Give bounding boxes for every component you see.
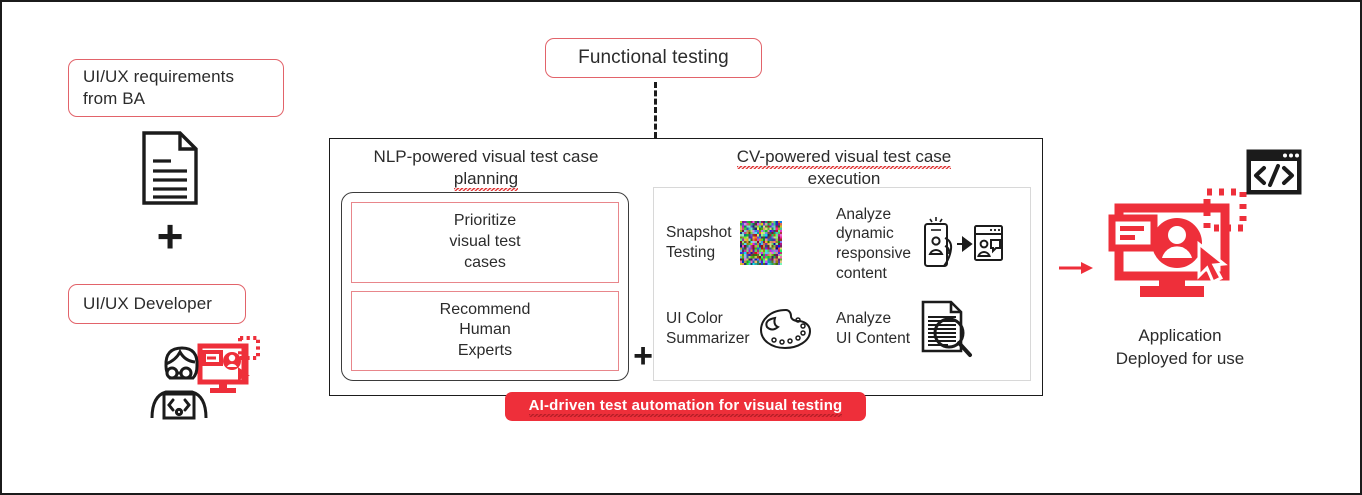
cv-panel-title: CV-powered visual test case execution — [660, 146, 1028, 190]
functional-testing-label: Functional testing — [578, 46, 729, 68]
plus-icon: + — [140, 212, 200, 260]
document-magnifier-icon — [918, 299, 974, 359]
nlp-title-line2: planning — [453, 168, 519, 191]
ai-driven-banner-label: AI-driven test automation for visual tes… — [528, 396, 843, 417]
monitor-user-icon — [1107, 188, 1249, 302]
cv-cell-analyze-ui-content[interactable]: Analyze UI Content — [836, 298, 1026, 360]
cv-cell-analyze-dynamic-content[interactable]: Analyze dynamic responsive content — [836, 196, 1028, 292]
requirements-pill: UI/UX requirements from BA — [68, 59, 284, 117]
developer-label: UI/UX Developer — [83, 294, 213, 314]
cv-cell-ui-color-summarizer[interactable]: UI Color Summarizer — [666, 298, 836, 360]
nlp-item-recommend[interactable]: Recommend Human Experts — [351, 290, 619, 371]
document-icon — [140, 130, 200, 206]
ai-driven-banner: AI-driven test automation for visual tes… — [505, 392, 866, 421]
nlp-box: Prioritize visual test cases Recommend H… — [341, 192, 629, 381]
right-arrow-icon — [1059, 258, 1097, 278]
palette-icon — [758, 306, 814, 352]
nlp-item-prioritize[interactable]: Prioritize visual test cases — [351, 202, 619, 283]
pixel-noise-icon — [739, 221, 782, 265]
plus-symbol: + — [156, 210, 184, 262]
functional-testing-connector — [654, 82, 657, 138]
developer-pill: UI/UX Developer — [68, 284, 246, 324]
main-panel: NLP-powered visual test case planning Pr… — [329, 138, 1043, 396]
cv-title-line1: CV-powered visual test case — [736, 147, 952, 169]
cv-cell-snapshot-testing[interactable]: Snapshot Testing — [666, 208, 826, 278]
code-window-icon — [1245, 148, 1303, 196]
output-caption-label: Application Deployed for use — [1115, 325, 1245, 368]
requirements-label: UI/UX requirements from BA — [83, 67, 235, 108]
cv-cell-label: Snapshot Testing — [666, 224, 732, 261]
panel-plus-symbol: + — [633, 337, 653, 375]
nlp-item-label: Prioritize visual test cases — [449, 212, 521, 271]
output-caption: Application Deployed for use — [1080, 302, 1280, 371]
cv-title-line2: execution — [807, 168, 881, 188]
cv-box: Snapshot Testing Analyze dynamic respons… — [653, 187, 1031, 381]
cv-cell-label: Analyze dynamic responsive content — [836, 205, 911, 282]
panel-plus-separator: + — [630, 339, 656, 373]
nlp-panel-title: NLP-powered visual test case planning — [344, 146, 628, 191]
nlp-item-label: Recommend Human Experts — [439, 300, 531, 360]
phone-to-browser-icon — [919, 216, 1003, 272]
functional-testing-pill: Functional testing — [545, 38, 762, 78]
cv-cell-label: Analyze UI Content — [836, 310, 911, 347]
nlp-title-line1: NLP-powered visual test case — [373, 147, 599, 166]
developer-at-computer-icon — [144, 330, 262, 422]
cv-cell-label: UI Color Summarizer — [666, 310, 750, 347]
